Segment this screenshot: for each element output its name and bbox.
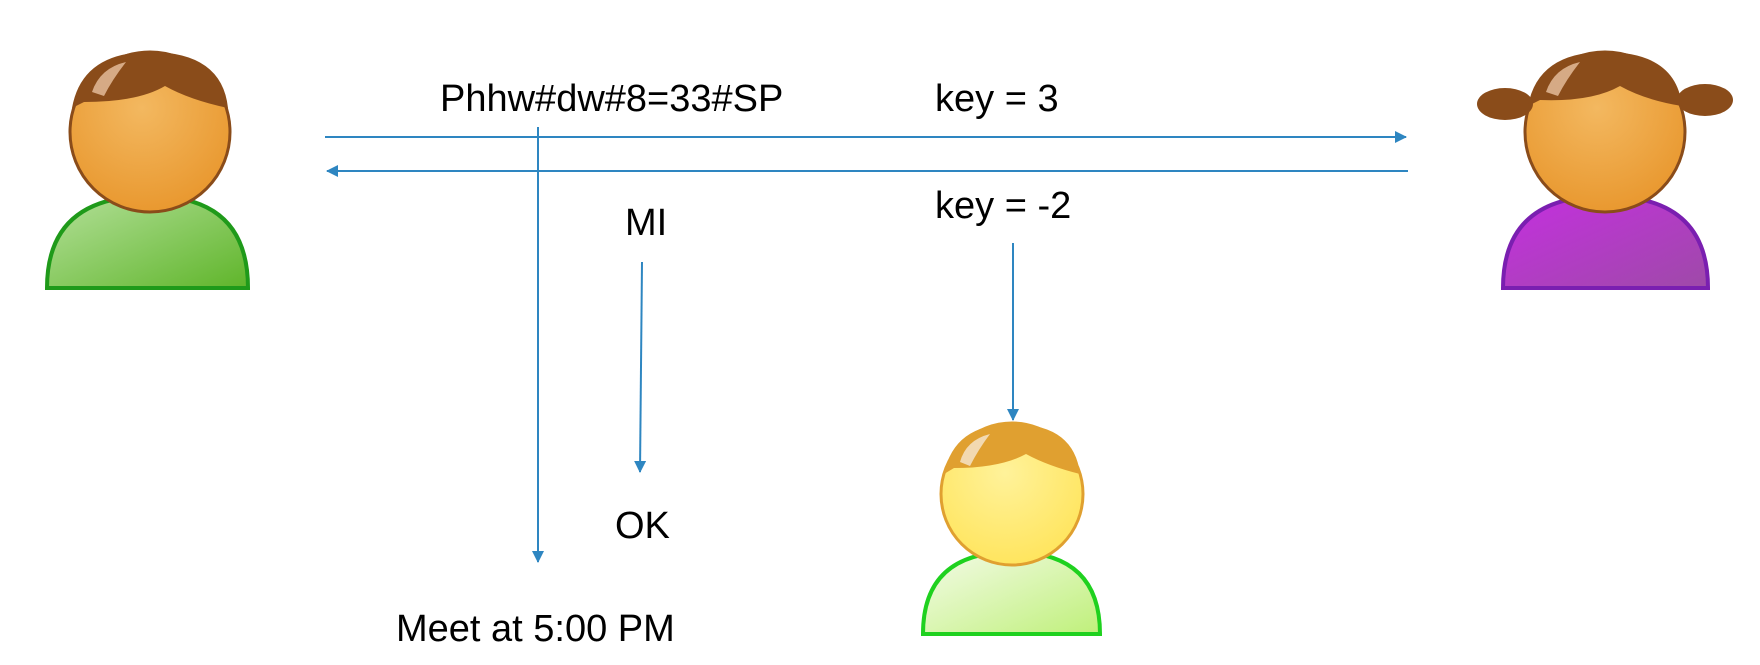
ciphertext-label: Phhw#dw#8=33#SP [440,78,784,120]
short-ciphertext-label: MI [625,202,668,244]
short-plaintext-label: OK [615,505,670,547]
receiver-person-icon [1477,50,1733,290]
eavesdropper-person-icon [920,421,1103,636]
sender-person-icon [44,50,251,290]
reverse-key-label: key = -2 [935,185,1072,227]
decrypt-short-arrow [634,261,647,473]
forward-key-label: key = 3 [935,78,1059,120]
plaintext-label: Meet at 5:00 PM [396,608,675,650]
